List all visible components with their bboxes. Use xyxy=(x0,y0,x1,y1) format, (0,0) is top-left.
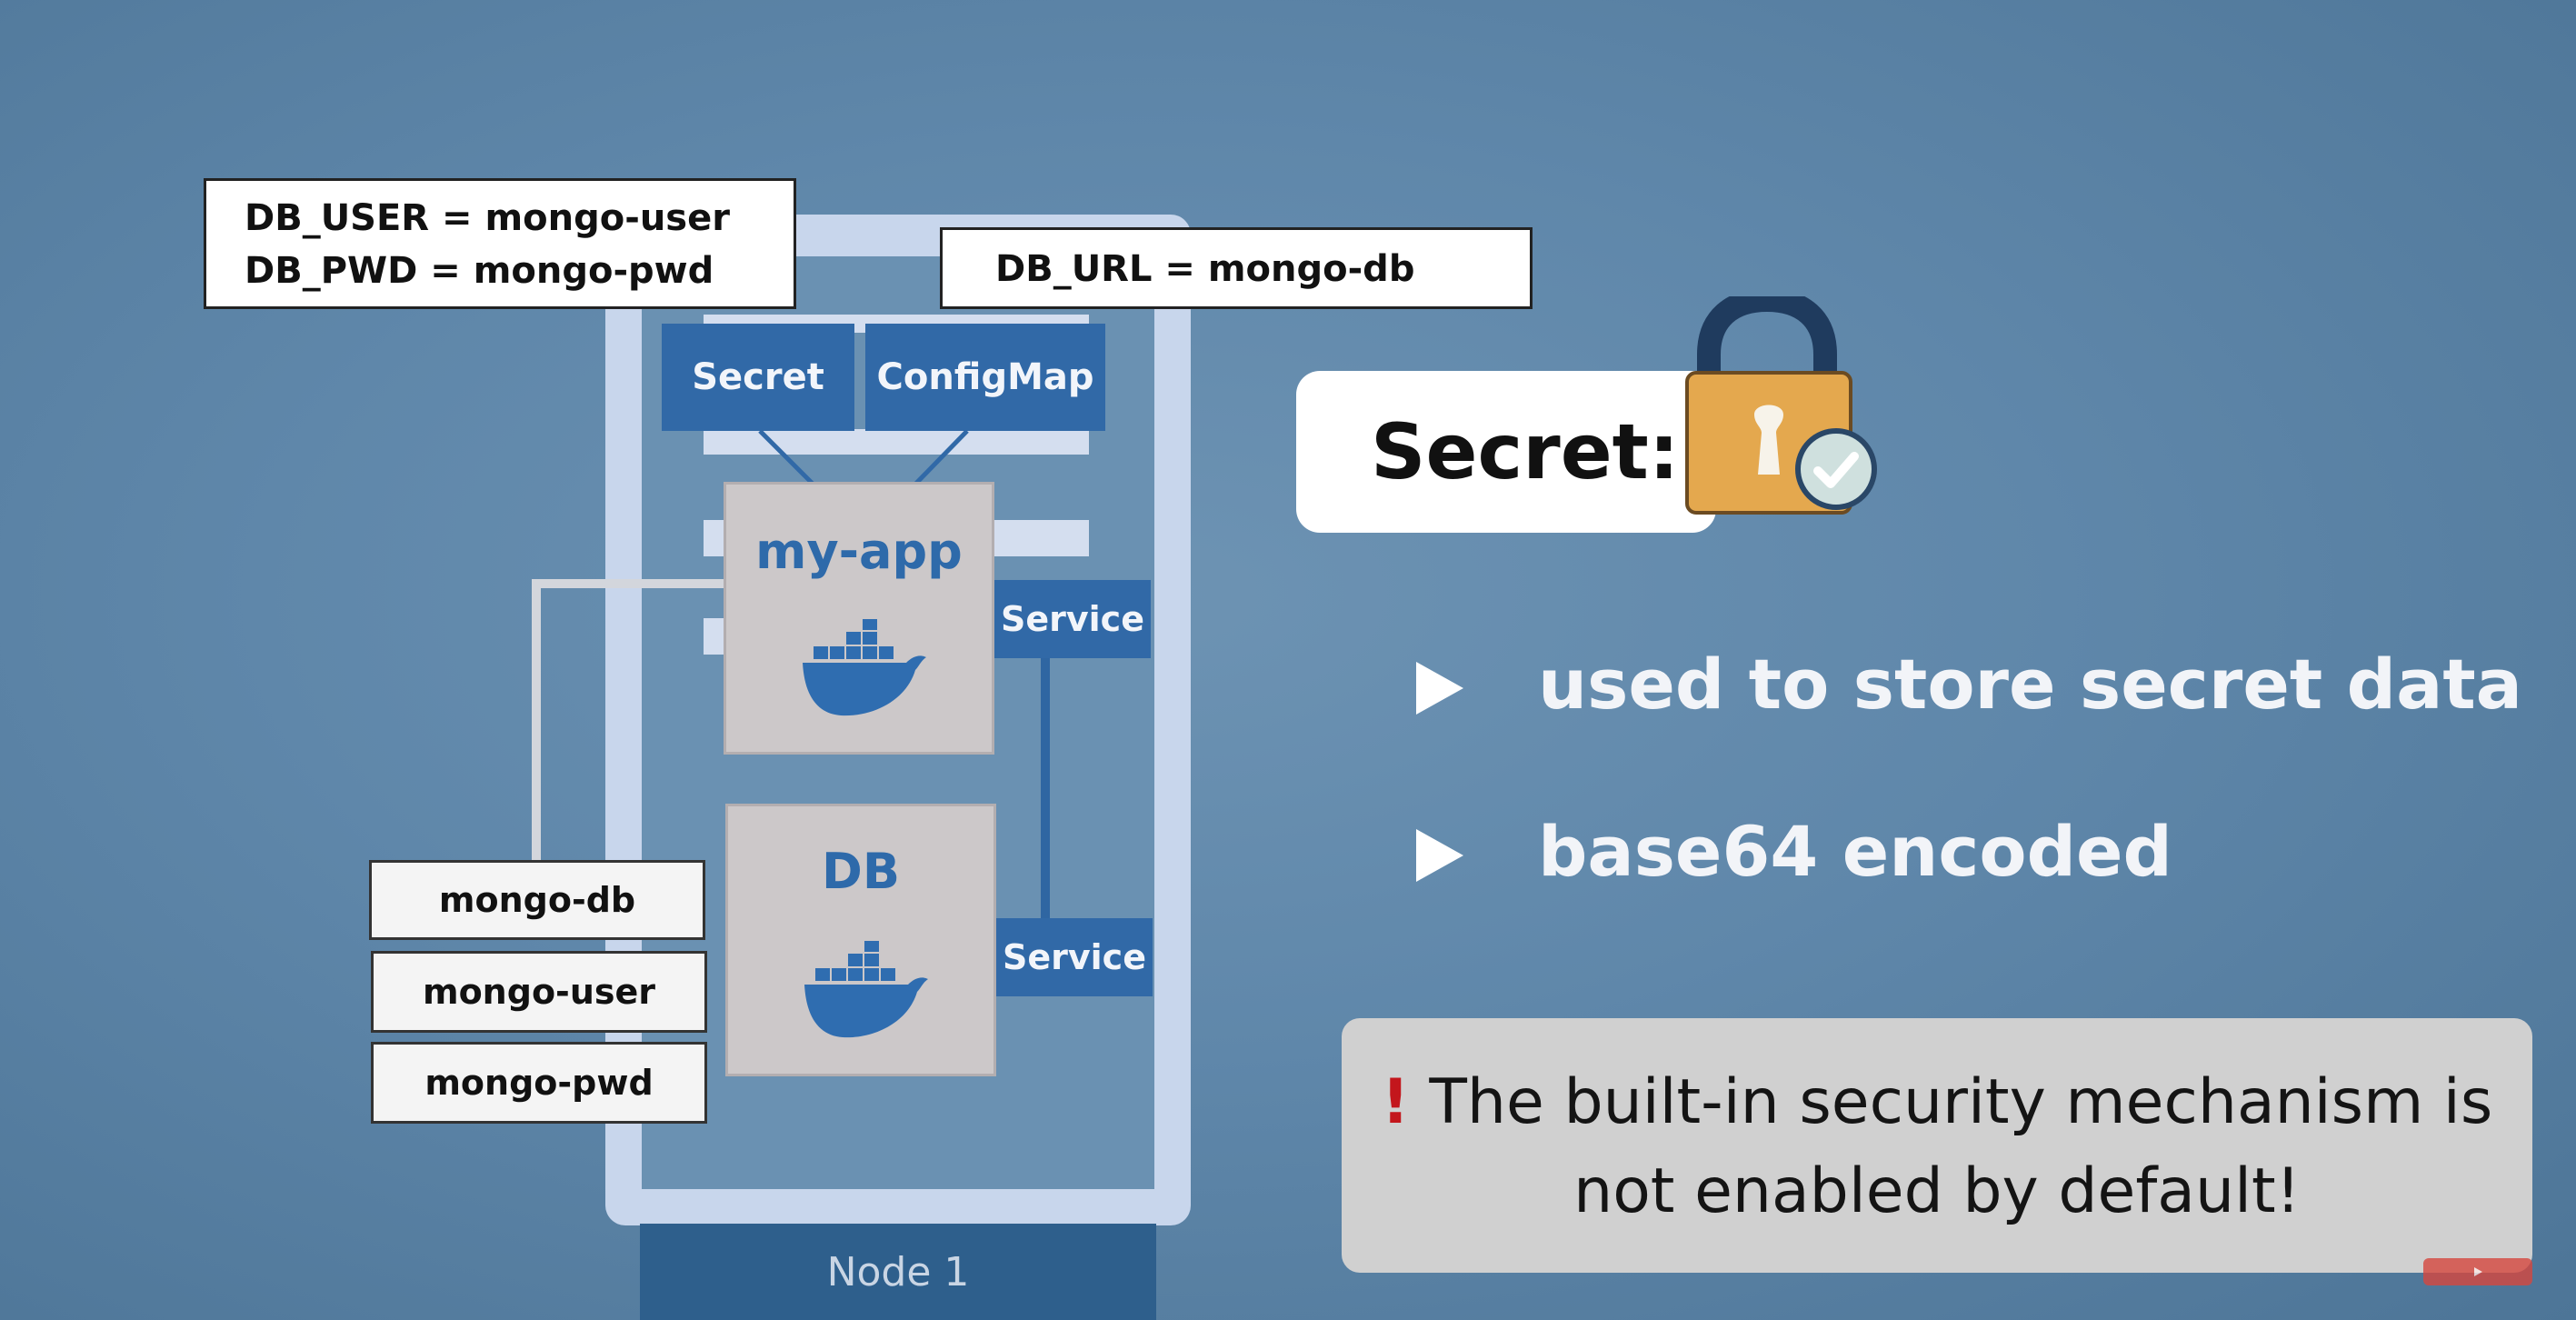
secret-title: Secret: xyxy=(1296,371,1716,533)
lock-icon xyxy=(1685,296,1877,515)
app-pod-label: my-app xyxy=(755,523,963,580)
play-icon xyxy=(2474,1267,2482,1276)
app-service-box: Service xyxy=(994,580,1151,658)
docker-whale-icon xyxy=(804,941,928,1038)
db-item-url: mongo-db xyxy=(369,860,705,940)
node-label: Node 1 xyxy=(640,1224,1156,1320)
warning-text: The built-in security mechanism is not e… xyxy=(1429,1066,2493,1227)
bullet-text-secret-data: used to store secret data xyxy=(1538,644,2522,725)
bullet-text-base64: base64 encoded xyxy=(1538,811,2172,892)
secret-box: Secret xyxy=(662,324,854,431)
db-service-box: Service xyxy=(996,918,1153,996)
db-pod: DB xyxy=(725,804,996,1076)
secret-values-box: DB_USER = mongo-user DB_PWD = mongo-pwd xyxy=(204,178,796,309)
secret-value-user: DB_USER = mongo-user xyxy=(245,197,730,239)
db-item-user: mongo-user xyxy=(371,951,707,1033)
db-link xyxy=(532,579,724,864)
warning-mark: ! xyxy=(1381,1066,1410,1138)
configmap-value-box: DB_URL = mongo-db xyxy=(940,227,1533,309)
db-pod-label: DB xyxy=(822,843,900,900)
subscribe-watermark[interactable] xyxy=(2423,1258,2532,1285)
configmap-box: ConfigMap xyxy=(865,324,1105,431)
bullet-triangle-icon xyxy=(1416,829,1463,882)
docker-whale-icon xyxy=(803,619,926,716)
bullet-triangle-icon xyxy=(1416,662,1463,715)
db-item-pwd: mongo-pwd xyxy=(371,1042,707,1124)
secret-value-pwd: DB_PWD = mongo-pwd xyxy=(245,250,714,292)
warning-note: ! The built-in security mechanism is not… xyxy=(1342,1018,2532,1273)
app-pod: my-app xyxy=(724,482,994,755)
